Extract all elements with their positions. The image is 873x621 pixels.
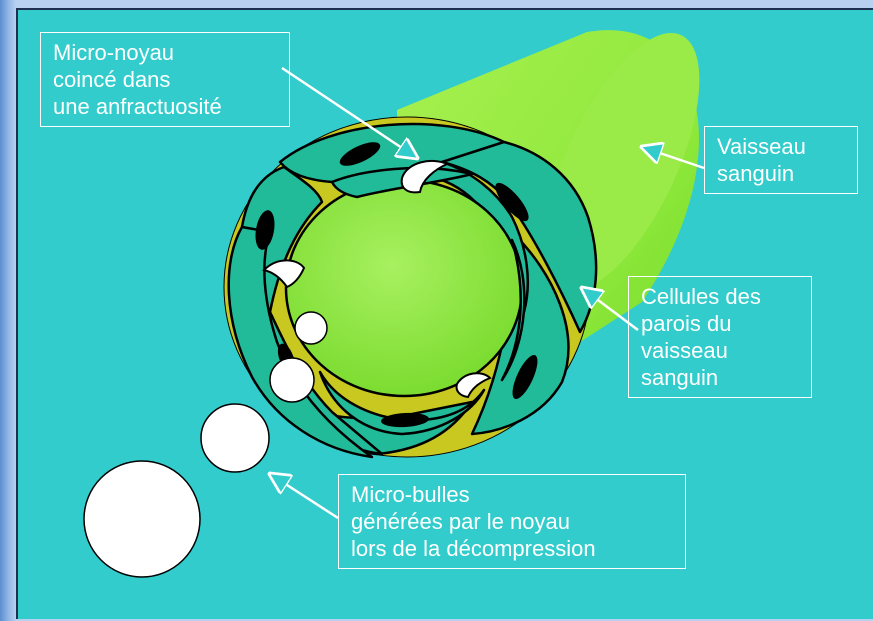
label-line: coincé dans [53,66,279,93]
label-micro-noyau: Micro-noyau coincé dans une anfractuosit… [40,32,290,127]
label-line: Vaisseau [717,133,847,160]
label-line: parois du [641,310,801,337]
arrow-micro-bulles [270,474,338,518]
label-line: sanguin [717,160,847,187]
label-line: générées par le noyau [351,508,675,535]
micro-bubble [201,404,269,472]
label-line: sanguin [641,364,801,391]
micro-bubble [295,312,327,344]
label-vaisseau-sanguin: Vaisseau sanguin [704,126,858,194]
label-line: Micro-bulles [351,481,675,508]
label-line: Cellules des [641,283,801,310]
vessel-lumen [286,180,522,396]
label-line: Micro-noyau [53,39,279,66]
diagram-panel: Micro-noyau coincé dans une anfractuosit… [16,8,873,619]
micro-bubble [270,358,314,402]
label-micro-bulles: Micro-bulles générées par le noyau lors … [338,474,686,569]
micro-bubble [84,461,200,577]
label-line: vaisseau [641,337,801,364]
label-line: lors de la décompression [351,535,675,562]
label-cellules-parois: Cellules des parois du vaisseau sanguin [628,276,812,398]
label-line: une anfractuosité [53,93,279,120]
